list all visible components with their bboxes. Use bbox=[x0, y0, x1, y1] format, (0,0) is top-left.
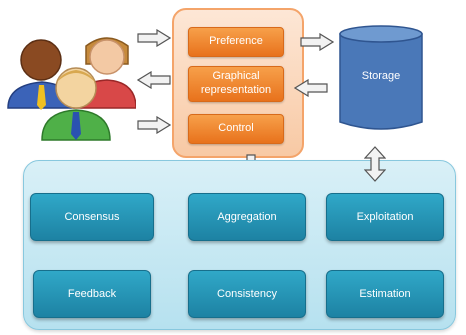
control-box[interactable]: Control bbox=[188, 114, 284, 144]
arrow-left-icon bbox=[294, 79, 328, 97]
arrow-right-icon bbox=[137, 29, 171, 47]
graphical-representation-box[interactable]: Graphical representation bbox=[188, 66, 284, 102]
arrow-right-icon bbox=[137, 116, 171, 134]
arrow-left-icon bbox=[137, 71, 171, 89]
estimation-box[interactable]: Estimation bbox=[326, 270, 444, 318]
exploitation-box[interactable]: Exploitation bbox=[326, 193, 444, 241]
storage-cylinder-icon bbox=[339, 25, 423, 130]
arrow-right-icon bbox=[300, 33, 334, 51]
storage-label: Storage bbox=[361, 70, 401, 82]
consistency-box[interactable]: Consistency bbox=[188, 270, 306, 318]
preference-box[interactable]: Preference bbox=[188, 27, 284, 57]
feedback-box[interactable]: Feedback bbox=[33, 270, 151, 318]
users-icon bbox=[7, 37, 136, 141]
arrow-up-down-icon bbox=[364, 146, 386, 182]
consensus-box[interactable]: Consensus bbox=[30, 193, 154, 241]
aggregation-box[interactable]: Aggregation bbox=[188, 193, 306, 241]
